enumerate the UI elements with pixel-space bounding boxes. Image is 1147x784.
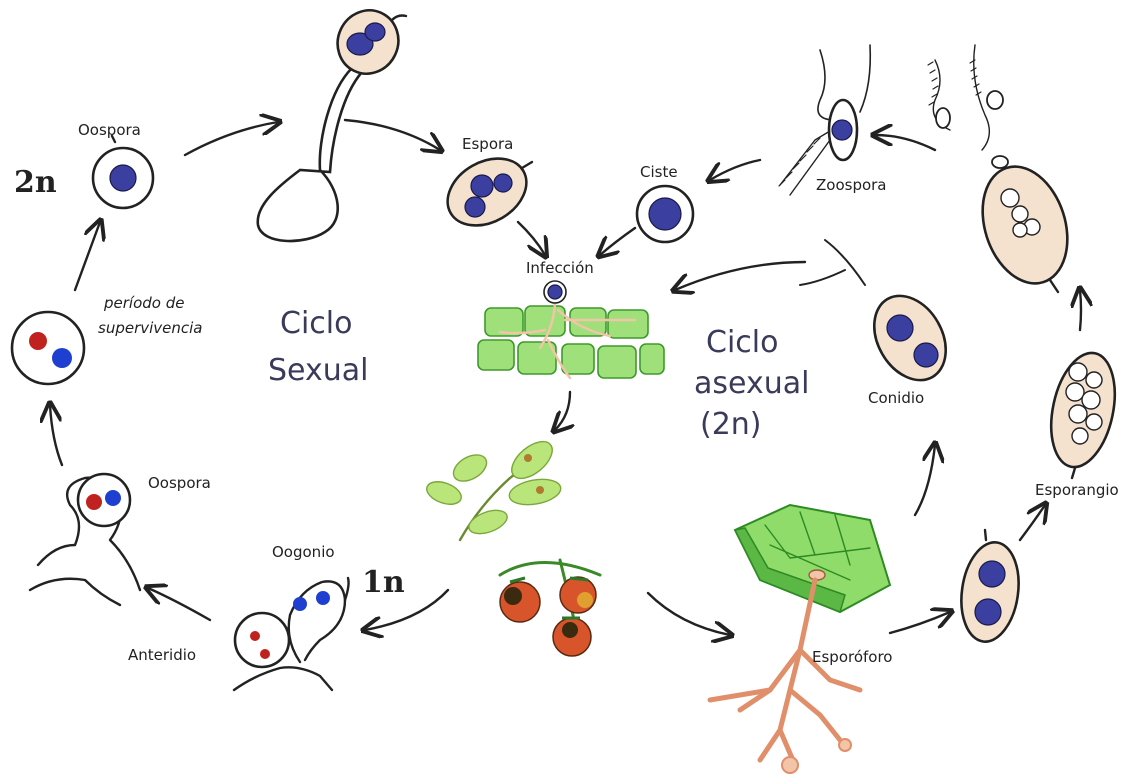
infected-tomatoes (500, 560, 600, 656)
esporangio-label: Esporangio (1035, 481, 1119, 499)
oospora-top-label: Oospora (78, 121, 141, 139)
esporoforo (710, 505, 890, 773)
zoospora-label: Zoospora (816, 176, 887, 194)
espora-label: Espora (462, 135, 513, 153)
arrow-esporangio-to-sporangium-top (1080, 290, 1081, 330)
oospora-bottom (30, 474, 140, 605)
espora (436, 145, 539, 239)
ploidy-2n-label: 2n (14, 165, 57, 200)
arrow-infeccion-to-plant (555, 392, 570, 430)
ciste-label: Ciste (640, 163, 678, 181)
ciclo-asexual-title-line1: Ciclo (706, 325, 778, 360)
esporoforo-label: Esporóforo (812, 648, 892, 666)
arrow-anteridio-to-oospora (148, 588, 210, 620)
arrow-sporangium-to-esporangio (1020, 505, 1045, 540)
arrow-zoospora-to-ciste (710, 160, 760, 180)
ciclo-asexual-title-line3: (2n) (700, 407, 762, 442)
oogonio-anteridio (234, 578, 349, 690)
arrow-germination-to-espora (345, 120, 440, 150)
anteridio-label: Anteridio (128, 646, 196, 664)
esporangio (1042, 347, 1125, 478)
arrow-oospora-to-survival (50, 405, 62, 465)
released-zoospores (928, 45, 1003, 150)
infected-tissue (478, 281, 664, 378)
arrow-esporoforo-to-sporangium (890, 612, 950, 633)
zoospora (779, 45, 870, 195)
survival-oospore (12, 312, 84, 384)
arrow-espora-to-infeccion (518, 222, 545, 255)
arrow-to-conidio (915, 445, 935, 515)
arrow-asexual-return (675, 262, 805, 290)
sporangium-empty (968, 156, 1081, 295)
ciste (637, 186, 693, 242)
sporangium-nuclei (955, 530, 1024, 645)
arrow-fruit-to-esporoforo (648, 593, 730, 635)
oogonio-label: Oogonio (272, 543, 335, 561)
arrow-ciste-to-infeccion (600, 228, 635, 255)
arrow-survival-to-oospora (75, 222, 100, 290)
infeccion-label: Infección (526, 259, 594, 277)
germinating-oospore (258, 0, 409, 241)
periodo-label-line1: período de (103, 294, 184, 312)
arrow-sporangium-to-zoospora (875, 135, 935, 150)
arrow-oospora-to-germination (185, 122, 278, 155)
periodo-label-line2: supervivencia (98, 319, 203, 337)
infected-leaves (424, 435, 563, 540)
ciclo-sexual-title-line2: Sexual (268, 353, 368, 388)
ciclo-asexual-title-line2: asexual (694, 366, 809, 401)
oospora-top (93, 136, 153, 208)
conidio-label: Conidio (868, 389, 924, 407)
ciclo-sexual-title-line1: Ciclo (280, 306, 352, 341)
oospora-bottom-label: Oospora (148, 474, 211, 492)
ploidy-1n-label: 1n (362, 565, 405, 600)
conidio (800, 240, 960, 393)
